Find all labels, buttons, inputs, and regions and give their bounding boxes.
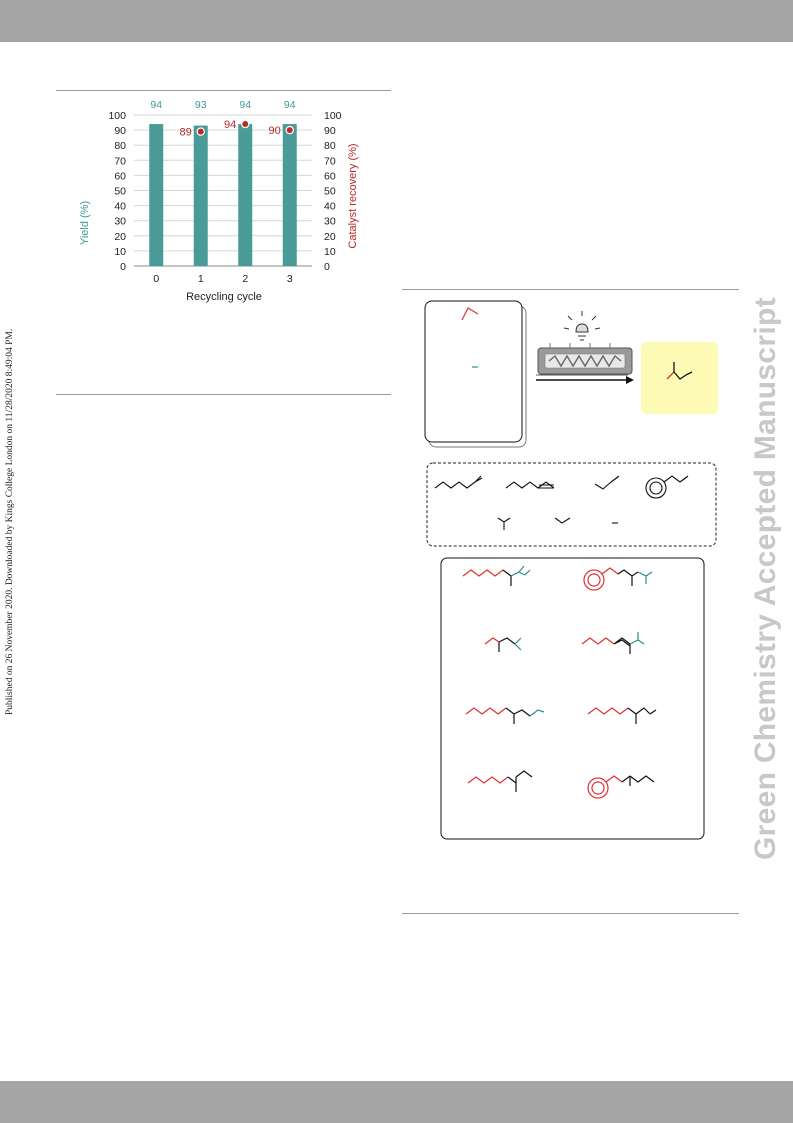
flow-reactor-icon: [537, 343, 633, 375]
y-tick-label-right: 80: [324, 140, 336, 152]
yield-bars: [149, 124, 297, 266]
y-tick-label-left: 80: [114, 140, 126, 152]
y-tick-label-right: 30: [324, 216, 336, 228]
y-tick-label-right: 100: [324, 110, 342, 122]
page-header-bar: [0, 0, 793, 42]
y-tick-label-right: 40: [324, 201, 336, 213]
y-tick-label-left: 0: [120, 261, 126, 273]
yield-bar: [149, 124, 164, 266]
y-tick-label-right: 20: [324, 231, 336, 243]
y-tick-label-left: 30: [114, 216, 126, 228]
yield-data-label: 94: [150, 99, 162, 111]
y-tick-label-right: 60: [324, 170, 336, 182]
chart-gridlines: [134, 114, 312, 267]
x-axis-label: Recycling cycle: [186, 291, 262, 303]
y-tick-label-right: 90: [324, 125, 336, 137]
light-lamp-icon: [563, 311, 601, 341]
y-tick-label-left: 90: [114, 125, 126, 137]
y-tick-label-right: 50: [324, 186, 336, 198]
recovery-point: [241, 119, 250, 129]
recovery-data-label: 90: [269, 125, 281, 137]
recovery-point: [196, 127, 205, 136]
y-tick-label-left: 50: [114, 186, 126, 198]
x-tick-label: 2: [242, 273, 248, 285]
reaction-scheme: [424, 300, 718, 840]
yield-bar: [193, 125, 208, 266]
scheme-bottom-rule: [402, 913, 739, 914]
recovery-point: [285, 125, 294, 135]
y-tick-label-left: 70: [114, 155, 126, 167]
y-tick-label-right: 70: [324, 155, 336, 167]
substrate-structures: [434, 475, 689, 530]
x-tick-label: 0: [153, 273, 159, 285]
figure-top-rule-left: [56, 90, 391, 91]
y-tick-label-left: 60: [114, 170, 126, 182]
recovery-data-label: 89: [180, 127, 192, 139]
substrate-scope-box: [426, 462, 717, 547]
y-tick-label-right: 10: [324, 246, 336, 258]
page-footer-bar: [0, 1081, 793, 1123]
yield-bar: [238, 124, 253, 266]
x-tick-label: 3: [287, 273, 293, 285]
y-tick-label-left: 100: [108, 110, 126, 122]
yield-bar: [282, 124, 297, 266]
scheme-top-rule: [402, 289, 739, 290]
reaction-arrow: [536, 374, 634, 384]
figure-bottom-rule-left: [56, 394, 391, 395]
y-axis-label-left: Yield (%): [79, 201, 91, 245]
product-scope-box: [440, 557, 705, 840]
y-tick-label-left: 10: [114, 246, 126, 258]
accepted-manuscript-watermark: Green Chemistry Accepted Manuscript: [749, 297, 782, 860]
x-tick-label: 1: [198, 273, 204, 285]
publication-side-note: Published on 26 November 2020. Downloade…: [5, 328, 15, 715]
recovery-data-label: 94: [224, 119, 236, 131]
y-tick-label-left: 20: [114, 231, 126, 243]
recovery-points: [196, 119, 294, 136]
y-tick-label-left: 40: [114, 201, 126, 213]
reagent-card: [424, 300, 523, 443]
yield-data-label: 94: [284, 99, 296, 111]
yield-data-label: 93: [195, 99, 207, 111]
y-tick-label-right: 0: [324, 261, 330, 273]
alkene-structure: [461, 307, 479, 321]
y-axis-label-right: Catalyst recovery (%): [347, 143, 359, 248]
product-structures: [462, 565, 657, 799]
product-structure: [666, 362, 693, 380]
yield-data-label: 94: [239, 99, 251, 111]
